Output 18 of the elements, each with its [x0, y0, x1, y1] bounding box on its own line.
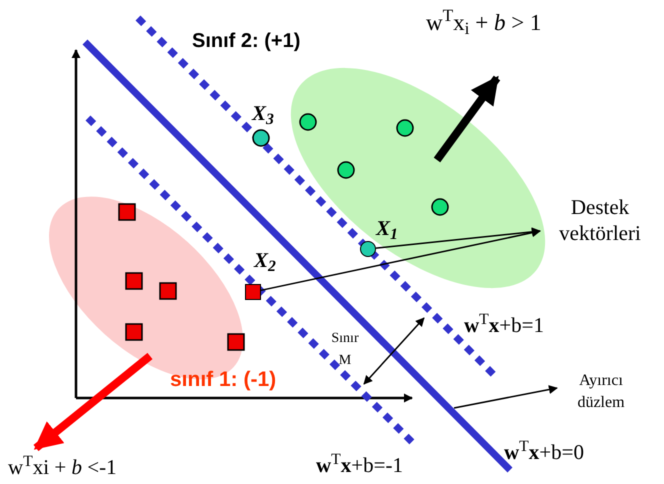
point-label: X$_{2}$ — [254, 250, 276, 271]
diagram-label: w$^{T}$x+b=1 — [464, 310, 544, 339]
arrow — [454, 385, 558, 409]
point-label: X$_{1}$ — [376, 218, 398, 239]
diagram-label: w$^{T}$x+b=0 — [504, 437, 584, 466]
diagram-label: X$_{3}$ — [252, 100, 274, 130]
diagram-label: Sınır M — [330, 330, 360, 370]
diagram-label: Sınıf 2: (+1) — [192, 29, 300, 54]
diagram-label: sınıf 1: (-1) — [170, 367, 276, 393]
arrow — [260, 228, 541, 292]
support-vector-point — [245, 284, 261, 300]
diagram-label: w$^{T}$x$_{i}$ + b > 1 — [426, 6, 542, 40]
text-label: Ayırıcı düzlem — [560, 370, 642, 416]
diagram-label: w$^{T}$x+b=-1 — [316, 450, 403, 479]
support-vector-point — [360, 241, 376, 257]
text-label: Destek vektörleri — [542, 194, 658, 248]
arrow — [376, 227, 541, 249]
diagram-label: w$^{T}$xi + b <-1 — [8, 452, 117, 481]
